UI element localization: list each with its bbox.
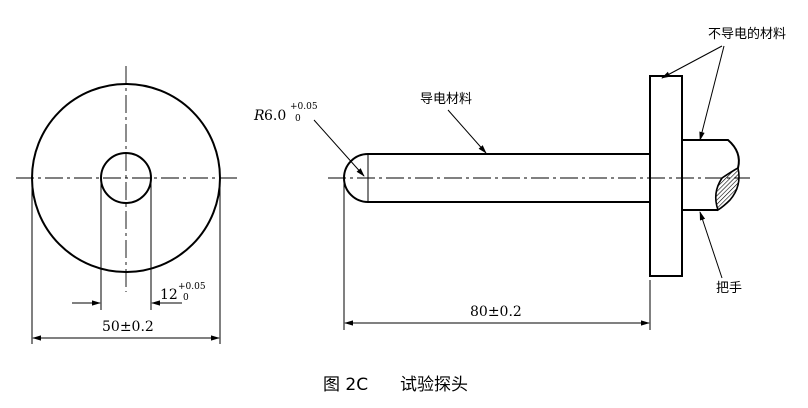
inner-diameter-tol-lower: 0 bbox=[183, 293, 189, 303]
nonconductive-leader-handle bbox=[699, 45, 725, 141]
nonconductive-leader-flange bbox=[661, 45, 723, 79]
flange bbox=[649, 75, 683, 277]
length-label: 80±0.2 bbox=[470, 304, 522, 320]
handle-top-edge bbox=[682, 139, 740, 169]
radius-label-prefix: R bbox=[253, 108, 265, 124]
inner-diameter-base: 12 bbox=[160, 287, 178, 303]
outer-diameter-label: 50±0.2 bbox=[102, 319, 154, 335]
handle-label: 把手 bbox=[716, 281, 742, 296]
handle-leader bbox=[699, 211, 723, 279]
radius-tol-upper: +0.05 bbox=[290, 102, 318, 112]
radius-leader bbox=[313, 119, 365, 177]
conductive-material-label: 导电材料 bbox=[420, 92, 472, 107]
handle-break-section bbox=[714, 166, 740, 212]
inner-diameter-tol-upper: +0.05 bbox=[178, 282, 206, 292]
radius-label-value: 6.0 bbox=[264, 108, 286, 124]
figure-caption-number: 图 2C bbox=[323, 375, 368, 395]
side-view: 80±0.2 R 6.0 +0.05 0 导电材料 不导电的材料 把手 bbox=[253, 26, 786, 330]
end-view: 50±0.2 12 +0.05 0 bbox=[16, 66, 238, 344]
radius-tol-lower: 0 bbox=[295, 114, 301, 124]
nonconductive-material-label: 不导电的材料 bbox=[708, 26, 786, 42]
conductive-material-leader bbox=[447, 109, 487, 154]
figure-caption-title: 试验探头 bbox=[400, 375, 468, 395]
